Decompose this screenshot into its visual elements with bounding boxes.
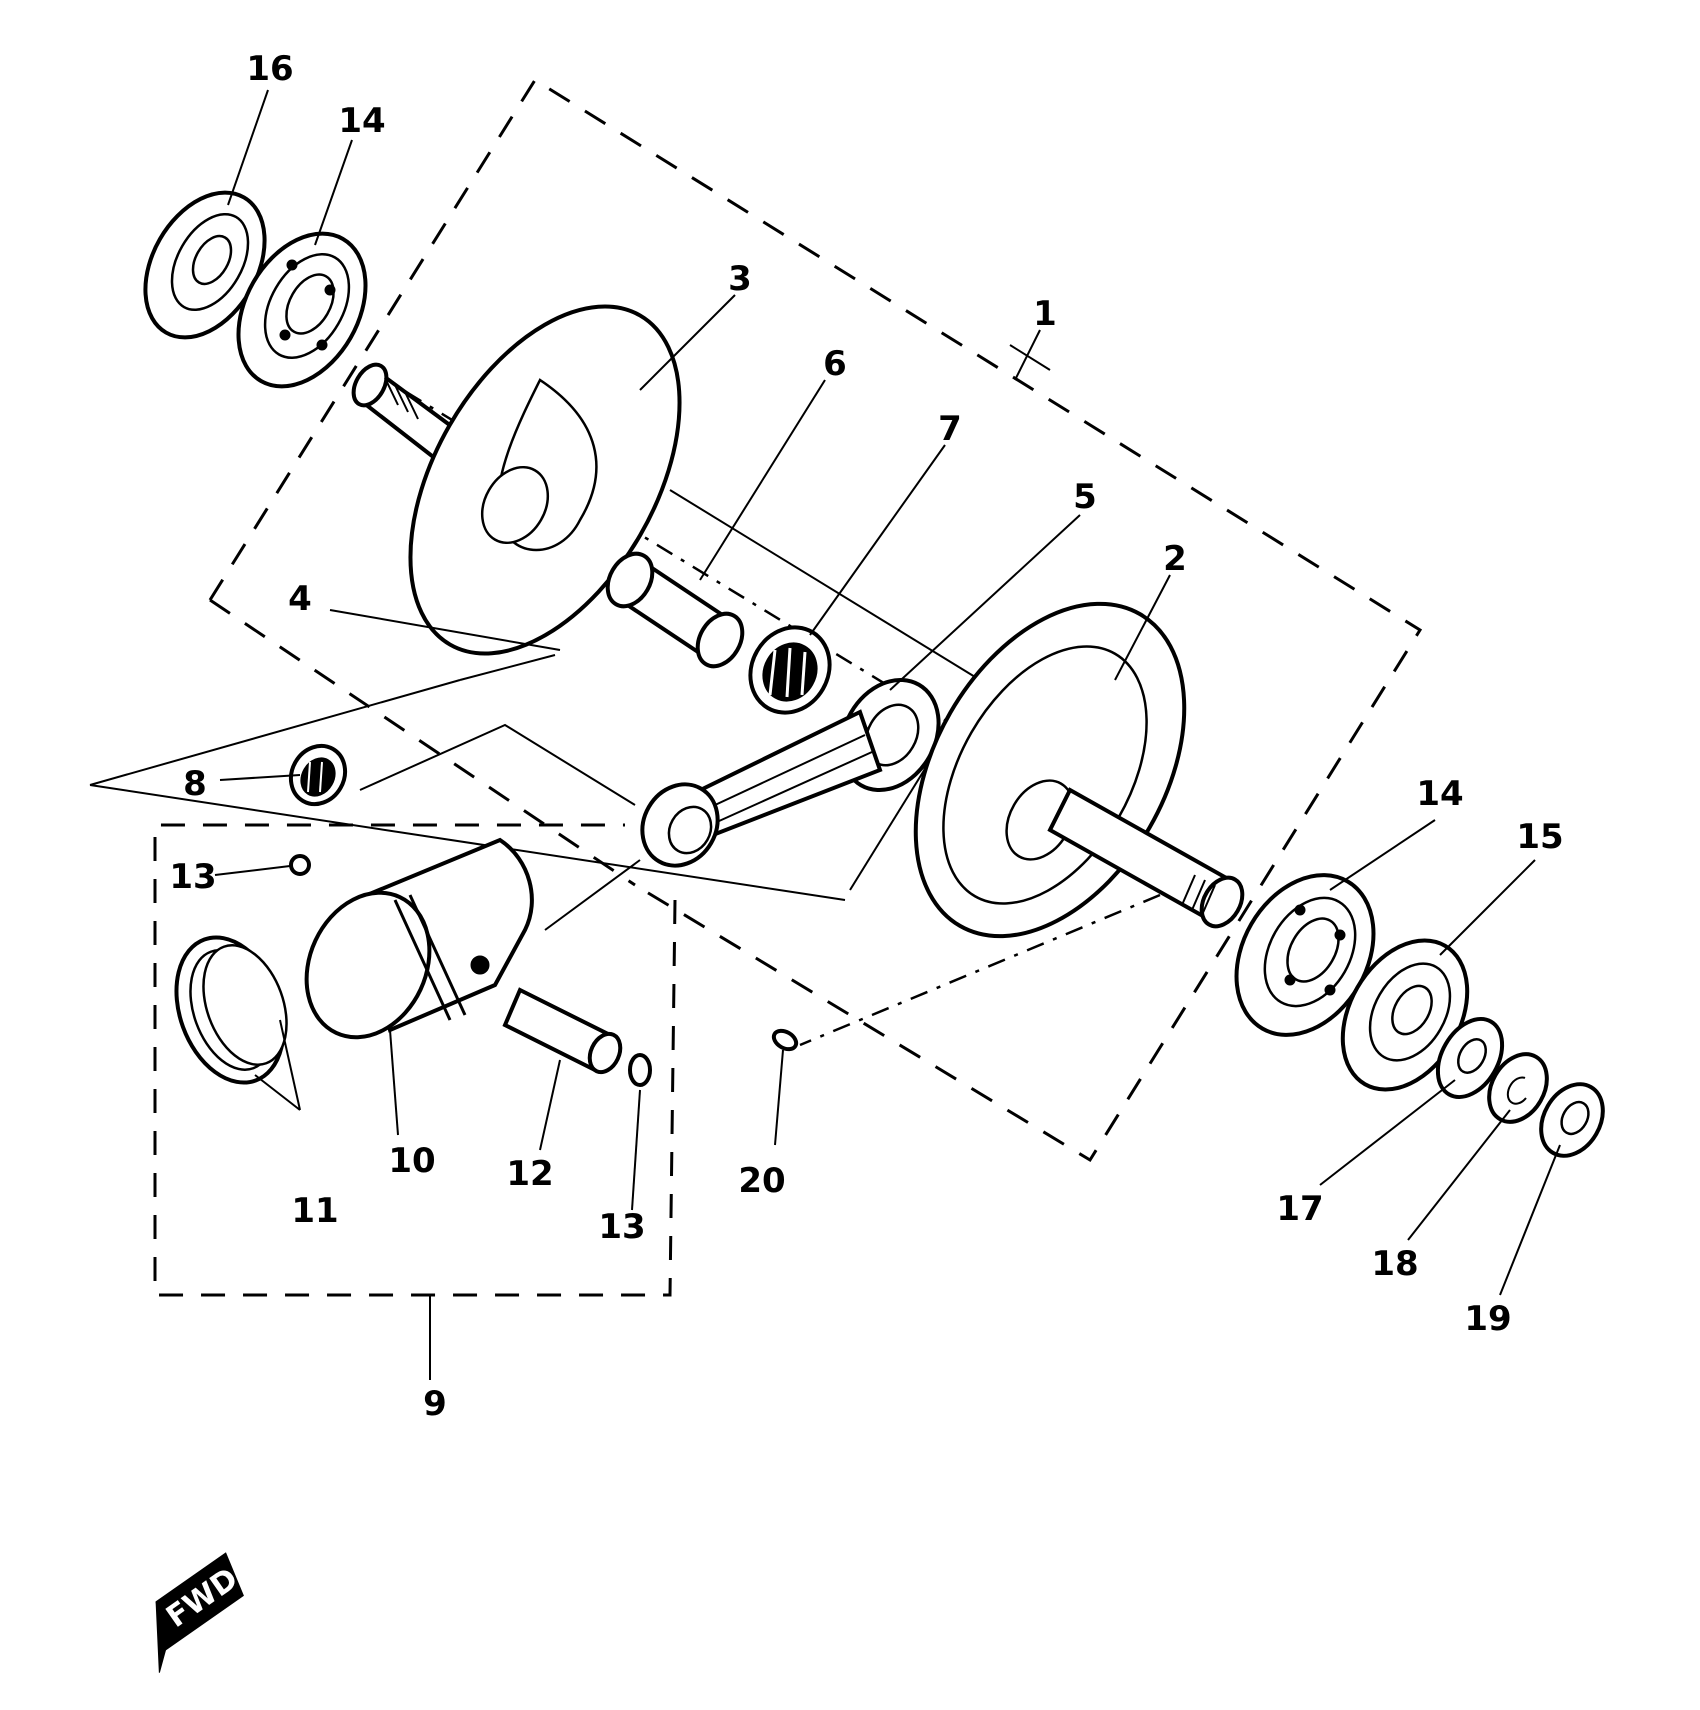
callout-labels: 16 14 3 1 6 7 5 2 4 8 13 14 15 10 12 11 … [169,49,1563,1424]
callout-19: 19 [1464,1299,1511,1339]
callout-8: 8 [183,764,207,804]
callout-5: 5 [1073,477,1097,517]
right-shaft [1047,787,1245,929]
piston-10 [304,837,534,1040]
piston-rings-11 [174,935,288,1085]
callout-3: 3 [728,259,752,299]
callout-14-right: 14 [1416,774,1463,814]
oil-seal-15 [1340,938,1470,1092]
callout-12: 12 [506,1154,553,1194]
callout-13-top: 13 [169,857,216,897]
forward-arrow-icon: FWD [155,1552,245,1673]
callout-15: 15 [1516,817,1563,857]
small-end-bearing-8 [288,743,348,807]
crankshaft-assembly-outline [208,77,1423,1163]
lock-washer-18 [1487,1052,1549,1124]
key-20 [771,1028,799,1052]
callout-16: 16 [246,49,293,89]
callout-20: 20 [738,1161,785,1201]
callout-6: 6 [823,344,847,384]
bearing-14-right [1234,873,1376,1037]
piston-pin-clip-13-top [289,854,311,876]
callout-1: 1 [1033,294,1057,334]
callout-7: 7 [938,409,962,449]
callout-4: 4 [288,579,312,619]
crank-pin-6 [605,551,745,669]
callout-18: 18 [1371,1244,1418,1284]
connecting-rod-5 [640,677,941,868]
leader-lines [214,89,1561,1380]
bearing-14-left [236,231,368,389]
callout-10: 10 [388,1141,435,1181]
callout-17: 17 [1276,1189,1323,1229]
callout-14-top: 14 [338,101,385,141]
piston-pin-clip-13-bottom [628,1053,652,1087]
piston-pin-12 [502,987,623,1075]
piston-kit-outline [153,823,677,1297]
callout-11: 11 [291,1191,338,1231]
callout-2: 2 [1163,539,1187,579]
crank-web-left-3 [408,304,682,656]
needle-bearing-7 [748,625,832,715]
callout-9: 9 [423,1384,447,1424]
washer-17 [1435,1017,1505,1099]
nut-19 [1539,1082,1605,1158]
callout-13-bottom: 13 [598,1207,645,1247]
